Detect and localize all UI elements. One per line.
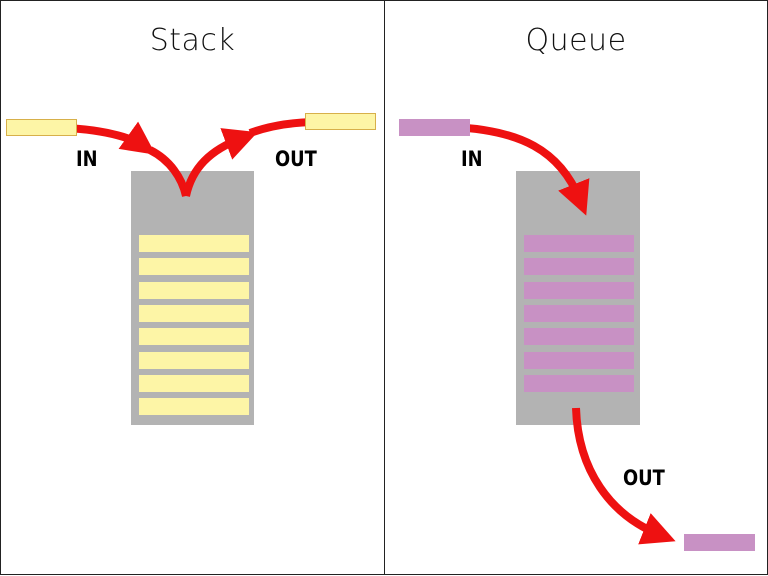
queue-out-token: [684, 534, 755, 551]
queue-panel: Queue: [384, 0, 768, 575]
stack-slot: [139, 374, 249, 392]
stack-title: Stack: [149, 23, 236, 58]
stack-slot: [139, 235, 249, 252]
stack-slot: [139, 281, 249, 299]
queue-slot: [524, 374, 634, 392]
stack-out-token: [305, 113, 376, 130]
queue-slot: [524, 258, 634, 276]
queue-title: Queue: [525, 23, 627, 58]
queue-in-token: [399, 119, 470, 136]
queue-slot: [524, 351, 634, 369]
stack-out-label: OUT: [275, 147, 317, 171]
queue-slot: [524, 328, 634, 346]
stack-slot: [139, 258, 249, 276]
stack-panel: Stack: [0, 0, 385, 575]
queue-slot: [524, 235, 634, 252]
queue-slot: [524, 304, 634, 322]
stack-in-token: [6, 119, 77, 136]
stack-slot: [139, 351, 249, 369]
queue-in-label: IN: [461, 147, 483, 171]
stack-container: [131, 171, 254, 425]
stack-in-label: IN: [76, 147, 98, 171]
queue-container: [516, 171, 640, 425]
stack-slot: [139, 398, 249, 416]
stack-slot: [139, 328, 249, 346]
stack-slot: [139, 304, 249, 322]
queue-out-label: OUT: [623, 466, 665, 490]
queue-slot: [524, 281, 634, 299]
